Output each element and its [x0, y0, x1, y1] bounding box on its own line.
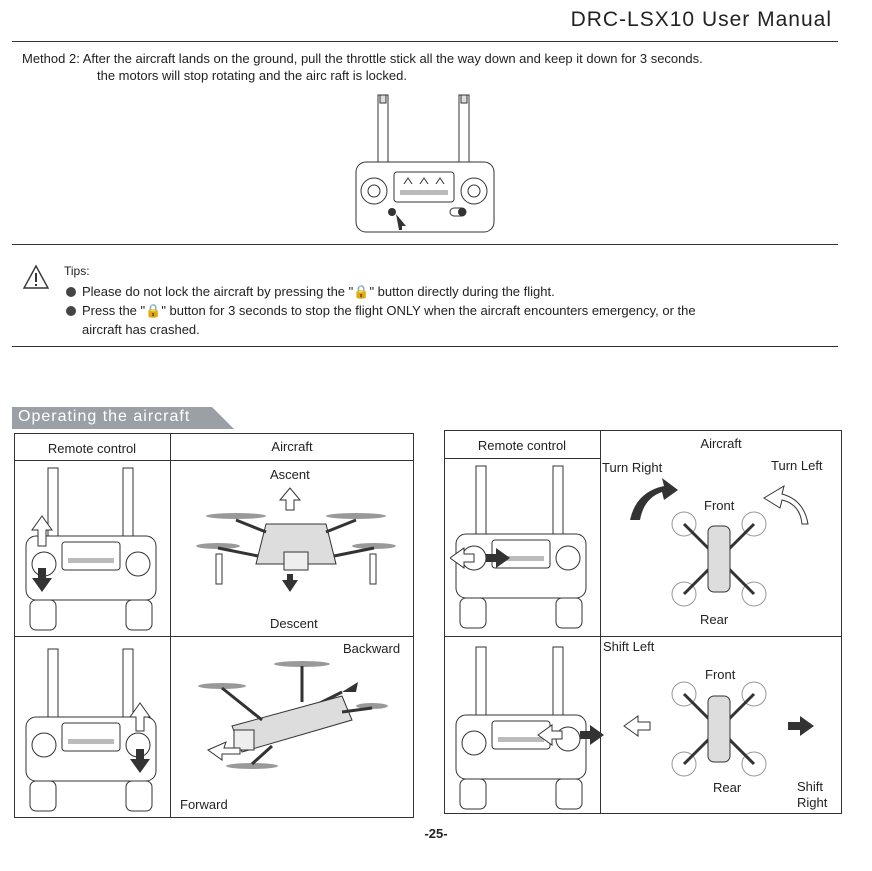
tip-item-1: Please do not lock the aircraft by press… [66, 283, 826, 300]
remote-roll-left-right [455, 646, 604, 810]
left-col-remote-header: Remote control [47, 441, 137, 456]
shift-left-label: Shift Left [603, 639, 655, 654]
drone-ascent-illustration [196, 487, 396, 592]
header-divider [12, 41, 838, 42]
shift-right-label: Shift Right [797, 779, 827, 811]
arrow-left-icon [537, 724, 563, 746]
arrow-up-icon [129, 702, 151, 732]
page-number: -25- [424, 826, 448, 841]
rear-label-1: Rear [700, 612, 729, 627]
tip-item-2-cont: aircraft has crashed. [82, 322, 200, 337]
right-col-remote-header: Remote control [477, 438, 567, 453]
rear-label-2: Rear [713, 780, 742, 795]
shift-right-label-line2: Right [797, 795, 828, 810]
arrow-right-icon [486, 548, 510, 568]
arrow-down-icon [32, 568, 52, 592]
drone-yaw-illustration [630, 478, 809, 607]
method2-line2: the motors will stop rotating and the ai… [97, 68, 407, 83]
forward-label: Forward [180, 797, 228, 812]
arrow-down-icon [130, 749, 150, 773]
drone-roll-illustration [623, 681, 814, 777]
rotate-counterclockwise-icon [763, 484, 809, 525]
front-label-2: Front [705, 667, 736, 682]
tips-label: Tips: [64, 264, 90, 278]
pointer-hand-icon [396, 214, 406, 230]
tip-text-1: Please do not lock the aircraft by press… [82, 284, 555, 299]
remote-lcd-screen [393, 171, 455, 203]
arrow-left-icon [623, 715, 651, 737]
arrow-backward-icon [342, 682, 358, 692]
backward-label: Backward [343, 641, 401, 656]
lock-button [388, 208, 396, 216]
page-header-title: DRC-LSX10 User Manual [570, 8, 832, 31]
remote-controller-illustration [355, 94, 495, 233]
rotate-clockwise-icon [630, 478, 678, 520]
operation-table-right [444, 430, 842, 814]
tips-divider-top [12, 244, 838, 245]
drone-pitch-illustration [198, 661, 388, 769]
section-banner [12, 407, 234, 429]
operation-table-left [14, 433, 414, 818]
arrow-forward-icon [206, 741, 241, 761]
remote-pitch-forward-backward [25, 648, 157, 812]
remote-yaw-left-right [450, 465, 587, 629]
left-col-aircraft-header: Aircraft [271, 439, 313, 454]
tip-item-2: Press the "🔒" button for 3 seconds to st… [66, 302, 826, 319]
tip-text-2: Press the "🔒" button for 3 seconds to st… [82, 303, 696, 318]
arrow-up-icon [31, 515, 53, 547]
arrow-left-icon [450, 547, 475, 569]
shift-right-label-line1: Shift [797, 779, 824, 794]
descent-label: Descent [270, 616, 318, 631]
front-label-1: Front [704, 498, 735, 513]
remote-antenna-right [458, 94, 470, 164]
bullet-icon [66, 306, 76, 316]
section-title: Operating the aircraft [18, 408, 191, 425]
method2-line1: Method 2: After the aircraft lands on th… [22, 51, 703, 66]
bullet-icon [66, 287, 76, 297]
right-col-aircraft-header: Aircraft [700, 436, 742, 451]
remote-throttle-up-down [25, 467, 157, 631]
remote-antenna-left [377, 94, 389, 164]
arrow-down-icon [282, 574, 298, 592]
method2-text: Method 2: After the aircraft lands on th… [22, 50, 842, 84]
warning-icon [22, 264, 50, 289]
ascent-label: Ascent [270, 467, 310, 482]
turn-right-label: Turn Right [602, 460, 663, 475]
turn-left-label: Turn Left [771, 458, 823, 473]
arrow-up-icon [278, 487, 302, 511]
arrow-right-icon [788, 716, 814, 736]
arrow-right-icon [580, 725, 604, 745]
tips-divider-bottom [12, 346, 838, 347]
